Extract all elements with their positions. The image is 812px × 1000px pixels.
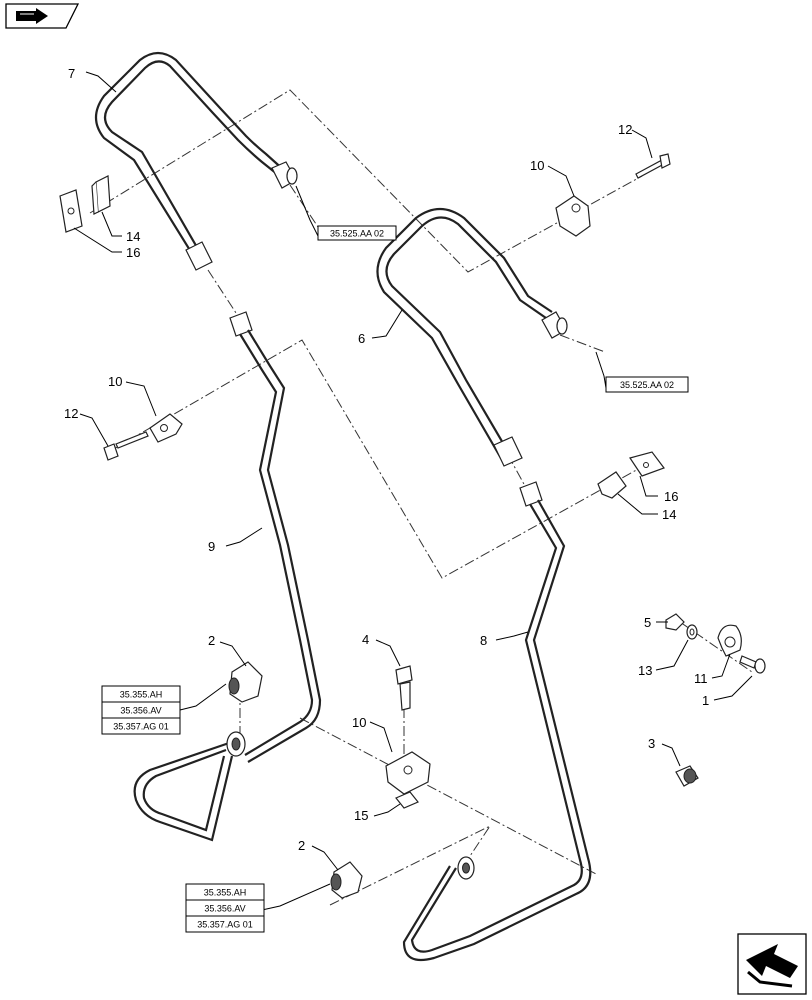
- clamp-10-center: [385, 751, 431, 795]
- bolt-4: [395, 665, 413, 711]
- bolt-12-top: [635, 153, 671, 179]
- callout-11: 11: [694, 671, 708, 686]
- bracket-14-top: [91, 175, 111, 215]
- navigation-arrow-icon[interactable]: [5, 3, 80, 29]
- svg-text:35.356.AV: 35.356.AV: [120, 706, 161, 716]
- callout-6: 6: [358, 331, 365, 346]
- clip-11: [717, 624, 742, 657]
- svg-text:35.356.AV: 35.356.AV: [204, 904, 245, 914]
- callout-13: 13: [638, 663, 652, 678]
- svg-text:35.355.AH: 35.355.AH: [120, 690, 163, 700]
- svg-text:35.357.AG 01: 35.357.AG 01: [113, 722, 169, 732]
- callout-3: 3: [648, 736, 655, 751]
- plate-16-top: [59, 189, 83, 233]
- bolt-1: [739, 655, 766, 674]
- plug-3: [675, 765, 699, 787]
- callout-16-right: 16: [664, 489, 678, 504]
- callout-5: 5: [644, 615, 651, 630]
- clamp-10-top: [555, 195, 591, 237]
- callout-12-top: 12: [618, 122, 632, 137]
- callout-9: 9: [208, 539, 215, 554]
- callout-7: 7: [68, 66, 75, 81]
- callout-10-left: 10: [108, 374, 122, 389]
- ref-box-fitting-2-bottom[interactable]: 35.355.AH 35.356.AV 35.357.AG 01: [185, 883, 265, 933]
- ref-box-fitting-2-top[interactable]: 35.355.AH 35.356.AV 35.357.AG 01: [101, 685, 181, 735]
- svg-text:35.357.AG 01: 35.357.AG 01: [197, 920, 253, 930]
- svg-text:35.525.AA 02: 35.525.AA 02: [330, 229, 384, 239]
- callout-10-center: 10: [352, 715, 366, 730]
- callout-14-top: 14: [126, 229, 140, 244]
- callout-10-top: 10: [530, 158, 544, 173]
- callout-numbers: 7 14 16 12 10 6 10 12 16 14 9 8 2 4 10 1…: [64, 66, 709, 853]
- leader-lines: [73, 71, 753, 911]
- callout-2-bottom: 2: [298, 838, 305, 853]
- fitting-2-bottom: [330, 861, 363, 899]
- plate-16-right: [629, 451, 665, 477]
- hydraulic-tube-6: [376, 207, 568, 467]
- next-page-arrow-icon[interactable]: [737, 933, 807, 995]
- callout-15: 15: [354, 808, 368, 823]
- fitting-2-top: [228, 661, 263, 703]
- callout-2-top: 2: [208, 633, 215, 648]
- nut-5: [665, 613, 685, 631]
- callout-14-right: 14: [662, 507, 676, 522]
- hydraulic-tube-8: [402, 481, 592, 962]
- svg-text:35.355.AH: 35.355.AH: [204, 888, 247, 898]
- clamp-10-left: [149, 413, 183, 443]
- ref-box-top-left[interactable]: 35.525.AA 02: [317, 225, 397, 241]
- clamp-14-right: [597, 471, 627, 499]
- hydraulic-tube-9: [133, 311, 322, 842]
- callout-4: 4: [362, 632, 369, 647]
- bolt-12-left: [103, 431, 149, 461]
- washer-13: [686, 624, 698, 640]
- callout-8: 8: [480, 633, 487, 648]
- callout-16-top: 16: [126, 245, 140, 260]
- ref-box-top-right[interactable]: 35.525.AA 02: [605, 376, 689, 393]
- callout-12-left: 12: [64, 406, 78, 421]
- svg-text:35.525.AA 02: 35.525.AA 02: [620, 380, 674, 390]
- callout-1: 1: [702, 693, 709, 708]
- nut-15: [395, 791, 419, 809]
- hydraulic-tube-7: [94, 51, 298, 271]
